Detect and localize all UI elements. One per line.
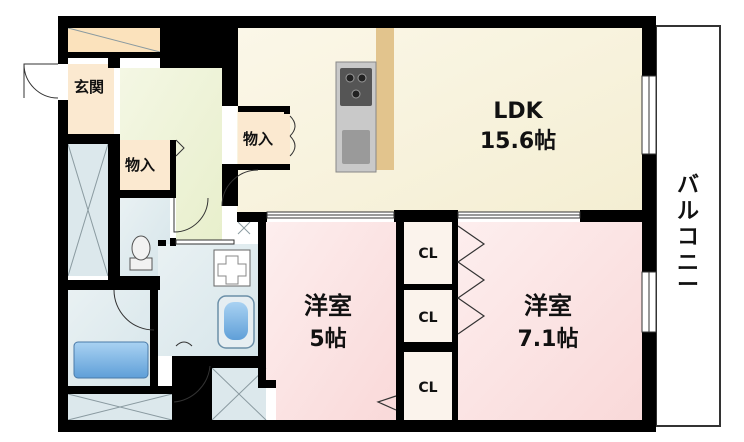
balcony-char: ニ — [677, 251, 699, 276]
ldk-label: LDK — [493, 99, 543, 124]
closet-floor — [404, 352, 452, 420]
windows — [175, 75, 657, 333]
sink — [342, 130, 370, 164]
stove-burner — [351, 89, 361, 99]
toilet-bowl — [131, 235, 151, 261]
storage-label: 物入 — [125, 156, 155, 174]
closet-floor — [404, 222, 452, 284]
balcony-char: バ — [677, 173, 699, 198]
balcony-char: ル — [677, 199, 699, 224]
balcony-char: コ — [677, 225, 699, 250]
western-room-2-size: 7.1帖 — [518, 327, 579, 352]
western-room-1-label: 洋室 — [304, 292, 352, 320]
storage-label: 物入 — [243, 130, 273, 148]
closet-label: CL — [418, 310, 437, 326]
western-room-1-size: 5帖 — [309, 327, 346, 352]
balcony — [655, 25, 721, 427]
stove-burner — [345, 73, 355, 83]
kitchen-counter — [376, 28, 394, 170]
washbasin-bowl — [224, 302, 248, 340]
closet-label: CL — [418, 246, 437, 262]
bathtub — [73, 341, 149, 379]
entrance-floor — [68, 64, 114, 134]
balcony-label: バ ル コ ニ ー — [677, 173, 699, 298]
ldk-floor — [237, 28, 642, 220]
western-room-1-floor — [266, 222, 396, 420]
balcony-char: ー — [677, 273, 699, 298]
storage-floor — [120, 140, 172, 190]
closet-floor — [404, 290, 452, 342]
stove — [340, 68, 372, 106]
doors — [23, 63, 296, 403]
shaft-cross — [67, 27, 267, 421]
closet-doors — [376, 225, 486, 411]
washing-machine-pan — [213, 249, 251, 287]
closet-label: CL — [418, 380, 437, 396]
western-room-2-label: 洋室 — [524, 292, 572, 320]
ldk-size: 15.6帖 — [480, 129, 556, 154]
entrance-label: 玄関 — [74, 78, 104, 96]
storage-floor — [238, 112, 290, 164]
western-room-2-floor — [458, 222, 642, 420]
stove-burner — [357, 73, 367, 83]
